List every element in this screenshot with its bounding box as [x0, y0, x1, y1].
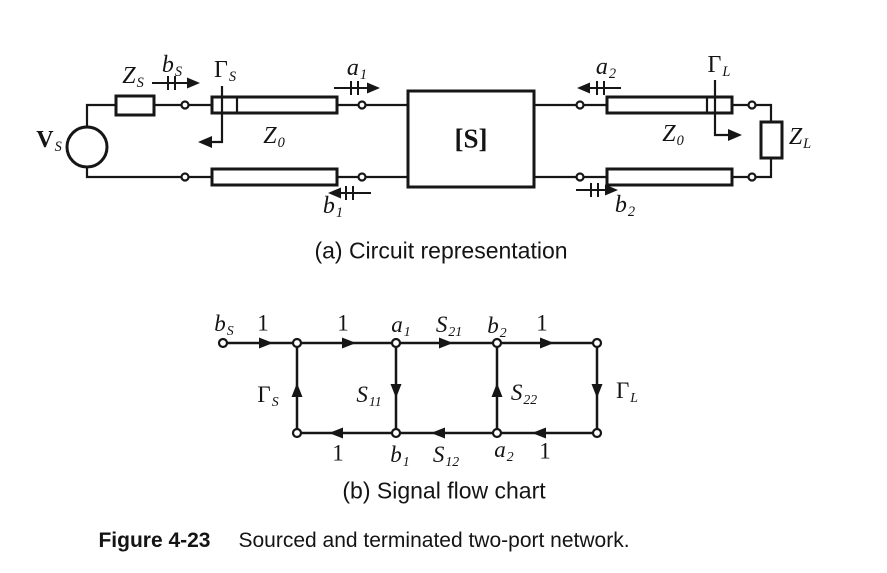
- arrowhead-right: [605, 184, 618, 196]
- caption-a: (a) Circuit representation: [314, 237, 568, 264]
- load-impedance-box: [759, 120, 784, 160]
- terminal-node: [180, 100, 190, 110]
- bs-wave-arrow: [152, 76, 200, 90]
- flow-node-a1: [390, 337, 402, 349]
- z0-right-label: Z0: [662, 120, 684, 149]
- flow-a1-label: a1: [391, 312, 411, 340]
- circuit-diagram: [65, 76, 784, 200]
- arrowhead-left: [198, 136, 212, 148]
- flow-node-bs: [217, 337, 229, 349]
- wire-source-top: [85, 103, 116, 127]
- flow-node: [591, 427, 603, 439]
- source-impedance-box: [114, 94, 156, 117]
- flow-arrow-up: [491, 383, 503, 397]
- flow-arrow-right: [540, 337, 554, 349]
- terminal-node: [747, 100, 757, 110]
- flow-b1-label: b1: [390, 442, 410, 470]
- terminal-node: [747, 172, 757, 182]
- wire-source-bottom: [85, 167, 212, 179]
- tline-upper-left: [210, 95, 339, 115]
- figure-caption-text: Sourced and terminated two-port network.: [238, 529, 630, 552]
- caption-b: (b) Signal flow chart: [342, 477, 546, 504]
- flow-node: [291, 427, 303, 439]
- flow-gamma-l-label: ΓL: [616, 378, 638, 406]
- wire-load-bottom: [732, 158, 773, 179]
- arrowhead-right: [367, 82, 380, 94]
- signal-flow-graph: [217, 337, 603, 439]
- gamma-s-label: ΓS: [213, 56, 237, 85]
- b1-wave-arrow: [328, 186, 371, 200]
- a1-wave-arrow: [334, 81, 380, 95]
- flow-s11-label: S11: [356, 382, 382, 410]
- pointer-elbow: [713, 80, 728, 137]
- flow-node-b2: [491, 337, 503, 349]
- tline-lower-left: [210, 167, 339, 187]
- flow-arrow-right: [342, 337, 356, 349]
- flow-s12-label: S12: [432, 442, 460, 470]
- b2-wave-arrow: [576, 183, 618, 197]
- tline-lower-right: [605, 167, 734, 187]
- flow-gamma-s-label: ΓS: [257, 382, 279, 410]
- flow-arrow-left: [532, 427, 546, 439]
- terminal-node: [357, 172, 367, 182]
- a1-label: a1: [346, 54, 368, 83]
- flow-arrow-right: [259, 337, 273, 349]
- flow-bs-label: bS: [214, 311, 234, 339]
- flow-gain-3: 1: [536, 310, 548, 336]
- flow-gain-5: 1: [539, 438, 551, 464]
- z0-left-label: Z0: [263, 122, 285, 151]
- s-matrix-label: [S]: [454, 123, 488, 154]
- flow-arrow-left: [329, 427, 343, 439]
- bs-label: bS: [161, 51, 183, 80]
- zs-label: ZS: [122, 62, 144, 91]
- flow-b2-label: b2: [487, 313, 507, 341]
- flow-node-a2: [491, 427, 503, 439]
- figure-number: Figure 4-23: [98, 529, 211, 552]
- terminal-node: [575, 172, 585, 182]
- vs-label: VS: [36, 126, 62, 155]
- tline-upper-right: [605, 95, 734, 115]
- a2-label: a2: [595, 53, 617, 82]
- arrowhead-left: [328, 187, 341, 199]
- terminal-node: [575, 100, 585, 110]
- flow-s21-label: S21: [435, 312, 463, 340]
- arrowhead-right: [728, 129, 742, 141]
- flow-arrow-down: [390, 384, 402, 398]
- arrowhead-right: [187, 77, 200, 89]
- a2-wave-arrow: [577, 81, 621, 95]
- b1-label: b1: [322, 192, 344, 221]
- terminal-node: [357, 100, 367, 110]
- flow-node: [591, 337, 603, 349]
- terminal-node: [180, 172, 190, 182]
- gamma-l-pointer: [713, 80, 742, 141]
- s-parameter-box: [406, 89, 536, 189]
- arrowhead-left: [577, 82, 590, 94]
- flow-arrow-left: [431, 427, 445, 439]
- zl-label: ZL: [788, 123, 812, 152]
- gamma-l-label: ΓL: [707, 51, 731, 80]
- flow-arrow-up: [291, 383, 303, 397]
- b2-label: b2: [614, 191, 636, 220]
- flow-gain-1: 1: [257, 310, 269, 336]
- flow-s22-label: S22: [510, 380, 538, 408]
- flow-arrow-down: [591, 384, 603, 398]
- wire-tline-to-load-top: [732, 103, 773, 122]
- voltage-source-symbol: [65, 125, 109, 169]
- flow-arrow-right: [439, 337, 453, 349]
- flow-a2-label: a2: [494, 437, 514, 465]
- pointer-elbow: [212, 86, 224, 144]
- flow-node-b1: [390, 427, 402, 439]
- flow-node: [291, 337, 303, 349]
- figure-caption: Figure 4-23 Sourced and terminated two-p…: [98, 529, 629, 553]
- gamma-s-pointer: [198, 86, 224, 148]
- flow-gain-4: 1: [332, 440, 344, 466]
- flow-gain-2: 1: [337, 310, 349, 336]
